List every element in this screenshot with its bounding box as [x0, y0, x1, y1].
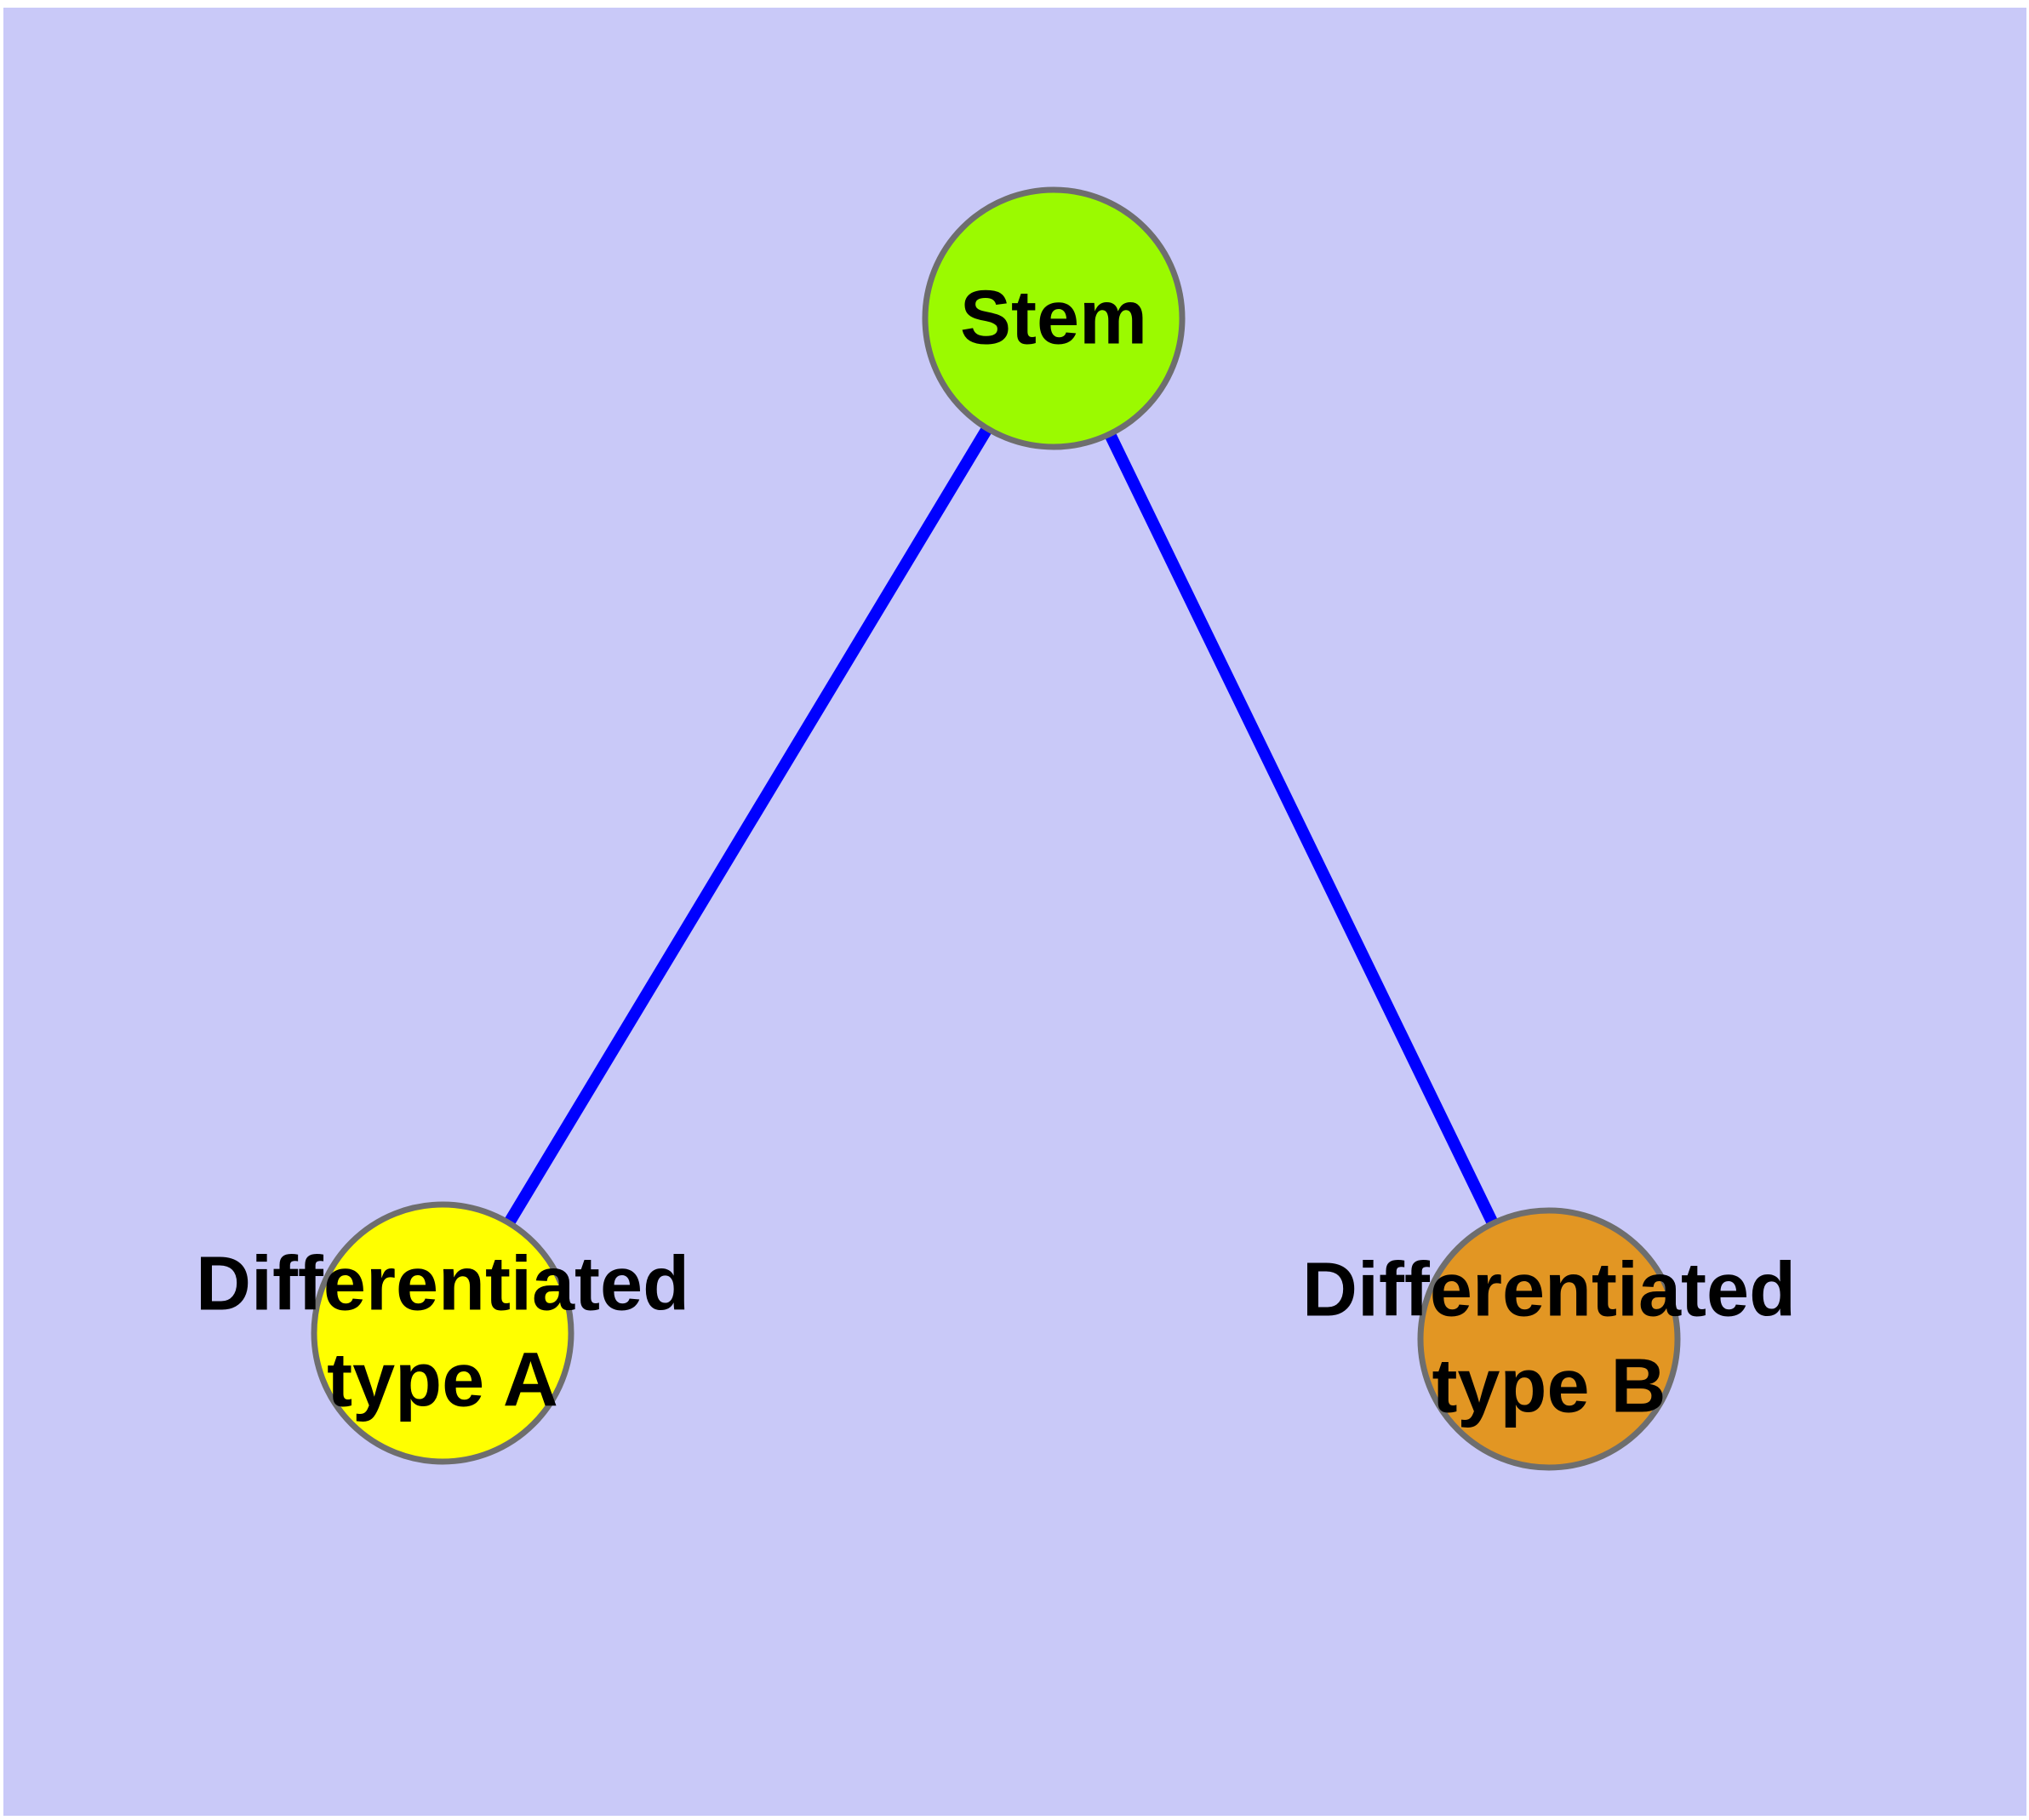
- edge-stem-to-type-b: [1048, 315, 1555, 1342]
- edge-stem-to-type-a: [437, 315, 1059, 1336]
- node-stem-circle: [922, 186, 1186, 450]
- node-type-a-circle: [311, 1201, 574, 1465]
- node-type-b-circle: [1417, 1207, 1681, 1471]
